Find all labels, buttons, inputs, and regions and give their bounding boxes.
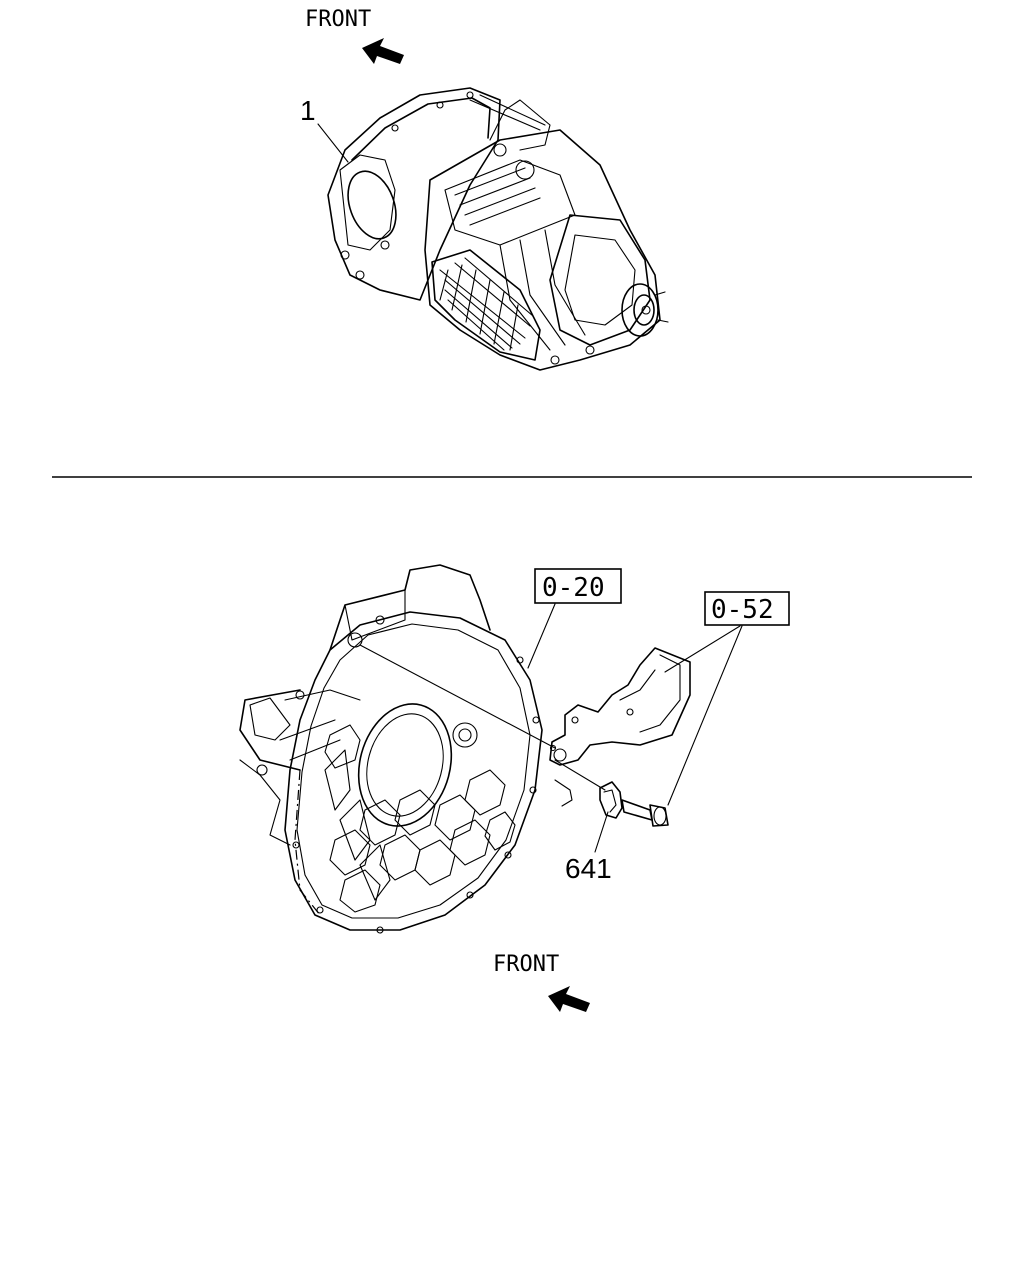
leader-line-641: [594, 811, 609, 853]
clip-part-641: [599, 781, 623, 819]
top-view: FRONT 1: [300, 7, 669, 371]
bottom-view: 0-20 0-52: [239, 564, 790, 1012]
ref-box-0-52: [704, 591, 790, 626]
callout-1: 1: [300, 95, 316, 126]
bolt-part: [621, 799, 669, 827]
leader-line-0-20: [527, 603, 556, 669]
callout-641: 641: [565, 853, 612, 884]
transmission-assembly-drawing: [327, 87, 669, 371]
alignment-line: [359, 644, 556, 749]
ref-label-0-20: 0-20: [542, 573, 605, 603]
ref-box-0-20: [534, 568, 622, 604]
honeycomb-grille: [324, 724, 516, 913]
ref-label-0-52: 0-52: [711, 595, 774, 625]
front-arrow-icon-top: [362, 38, 404, 64]
leader-line-0-52-b: [667, 625, 743, 806]
front-arrow-icon-bottom: [548, 986, 590, 1012]
bracket-drawing: [549, 647, 691, 807]
leader-line-0-52-a: [664, 625, 741, 673]
leader-line-1: [317, 123, 349, 163]
front-label-bottom: FRONT: [493, 952, 559, 977]
alignment-line-2: [554, 759, 606, 791]
front-label-top: FRONT: [305, 7, 371, 32]
clutch-housing-drawing: [239, 564, 543, 934]
